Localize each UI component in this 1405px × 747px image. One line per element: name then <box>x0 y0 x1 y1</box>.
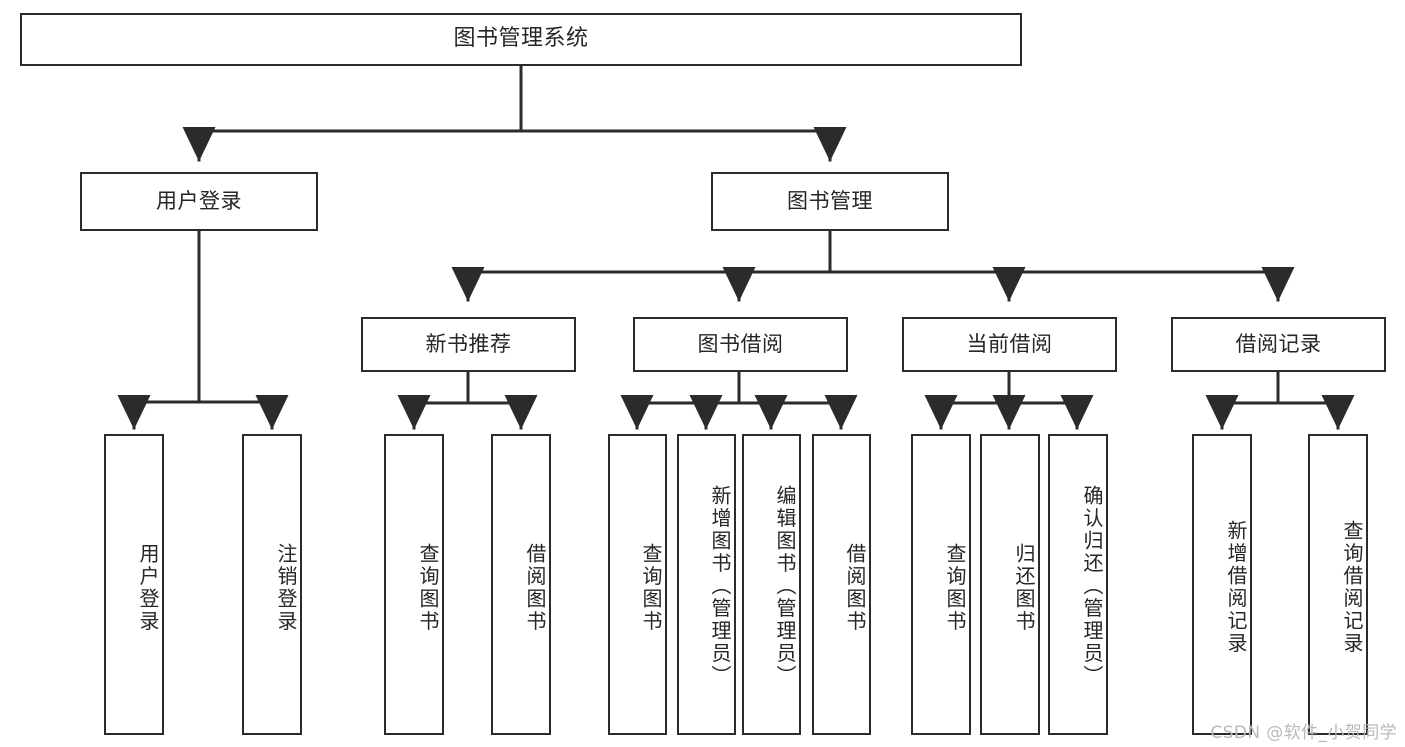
leaf-borrow-record-add[interactable]: 新增借阅记录 <box>1192 434 1252 735</box>
node-new-book-recommend[interactable]: 新书推荐 <box>361 317 576 372</box>
leaf-new-book-borrow[interactable]: 借阅图书 <box>491 434 551 735</box>
node-root-system[interactable]: 图书管理系统 <box>20 13 1022 66</box>
leaf-user-login-logout[interactable]: 注销登录 <box>242 434 302 735</box>
leaf-book-borrow-add[interactable]: 新增图书（管理员） <box>677 434 736 735</box>
leaf-borrow-record-query[interactable]: 查询借阅记录 <box>1308 434 1368 735</box>
node-borrow-records[interactable]: 借阅记录 <box>1171 317 1386 372</box>
node-book-borrow[interactable]: 图书借阅 <box>633 317 848 372</box>
node-book-management[interactable]: 图书管理 <box>711 172 949 231</box>
leaf-user-login-login[interactable]: 用户登录 <box>104 434 164 735</box>
leaf-current-borrow-return[interactable]: 归还图书 <box>980 434 1040 735</box>
leaf-book-borrow-borrow[interactable]: 借阅图书 <box>812 434 871 735</box>
leaf-book-borrow-query[interactable]: 查询图书 <box>608 434 667 735</box>
node-user-login[interactable]: 用户登录 <box>80 172 318 231</box>
watermark-credit: CSDN @软件_小贺同学 <box>1210 723 1397 743</box>
node-current-borrow[interactable]: 当前借阅 <box>902 317 1117 372</box>
leaf-current-borrow-query[interactable]: 查询图书 <box>911 434 971 735</box>
leaf-book-borrow-edit[interactable]: 编辑图书（管理员） <box>742 434 801 735</box>
leaf-new-book-query[interactable]: 查询图书 <box>384 434 444 735</box>
leaf-current-borrow-confirm-return[interactable]: 确认归还（管理员） <box>1048 434 1108 735</box>
